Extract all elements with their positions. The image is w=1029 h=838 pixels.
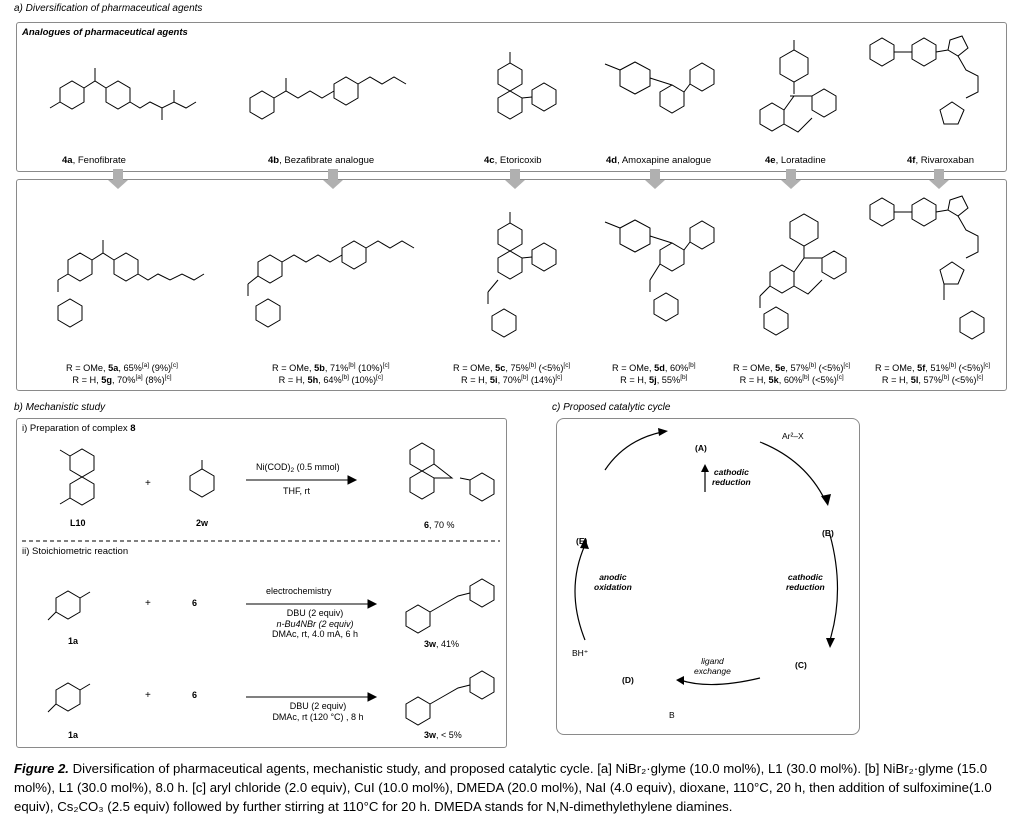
label-4f: 4f, Rivaroxaban bbox=[907, 155, 975, 166]
down-arrow-5 bbox=[781, 169, 801, 189]
structure-5f bbox=[869, 195, 985, 340]
label-4d: 4d, Amoxapine analogue bbox=[606, 155, 712, 166]
structure-4e bbox=[759, 40, 837, 133]
label-4b: 4b, Bezafibrate analogue bbox=[268, 155, 375, 166]
structure-4f bbox=[869, 35, 979, 125]
cycle-label-A: (A) bbox=[695, 443, 707, 453]
structure-2w bbox=[189, 460, 215, 498]
r3-conditions: DBU (2 equiv) DMAc, rt (120 °C) , 8 h bbox=[272, 701, 364, 722]
down-arrow-1 bbox=[108, 169, 128, 189]
anodic-oxidation: anodic oxidation bbox=[594, 572, 632, 592]
structure-6 bbox=[409, 442, 495, 502]
analogues-box-title: Analogues of pharmaceutical agents bbox=[22, 27, 188, 38]
structure-1a-top bbox=[47, 590, 91, 621]
cycle-box bbox=[556, 418, 860, 735]
label-4a: 4a, Fenofibrate bbox=[62, 155, 126, 166]
structure-3w-bottom bbox=[405, 670, 495, 726]
section-c-heading: c) Proposed catalytic cycle bbox=[552, 402, 671, 413]
cathodic-reduction-2: cathodic reduction bbox=[786, 572, 825, 592]
figure-caption: Figure 2. Diversification of pharmaceuti… bbox=[14, 759, 1014, 816]
reagent-ar2x: Ar²–X bbox=[782, 431, 804, 441]
label-6: 6, 70 % bbox=[424, 520, 455, 530]
structure-4b bbox=[249, 76, 407, 120]
r2-top: electrochemistry bbox=[266, 586, 332, 596]
yield-5b-5h: R = OMe, 5b, 71%[b] (10%)[c] R = H, 5h, … bbox=[272, 362, 390, 385]
label-6-reagent-1: 6 bbox=[192, 598, 198, 608]
reagent-bh: BH⁺ bbox=[572, 648, 589, 658]
down-arrow-3 bbox=[505, 169, 525, 189]
label-1a-top: 1a bbox=[68, 636, 79, 646]
label-3w-bottom: 3w, < 5% bbox=[424, 730, 462, 740]
transform-arrows bbox=[108, 169, 949, 189]
cycle-arrow-B-to-C bbox=[829, 534, 839, 641]
down-arrow-6 bbox=[929, 169, 949, 189]
caption-text: Diversification of pharmaceutical agents… bbox=[14, 761, 992, 814]
down-arrow-2 bbox=[323, 169, 343, 189]
label-1a-bottom: 1a bbox=[68, 730, 79, 740]
label-6-reagent-2: 6 bbox=[192, 690, 198, 700]
cycle-label-D: (D) bbox=[622, 675, 634, 685]
label-4e: 4e, Loratadine bbox=[765, 155, 826, 166]
label-3w-top: 3w, 41% bbox=[424, 639, 460, 649]
cycle-arrow-A-to-B bbox=[759, 441, 826, 501]
mechanistic-box bbox=[16, 418, 507, 748]
structure-5c bbox=[487, 212, 557, 338]
cycle-label-C: (C) bbox=[795, 660, 807, 670]
section-b-heading: b) Mechanistic study bbox=[14, 402, 106, 413]
structure-5e bbox=[759, 213, 847, 336]
structure-1a-bottom bbox=[47, 682, 91, 713]
structure-4a bbox=[49, 68, 197, 120]
caption-figure-number: Figure 2. bbox=[14, 761, 69, 776]
yield-5f-5l: R = OMe, 5f, 51%[b] (<5%)[c] R = H, 5l, … bbox=[875, 362, 991, 385]
plus-2: + bbox=[145, 598, 151, 609]
plus-3: + bbox=[145, 690, 151, 701]
yield-5c-5i: R = OMe, 5c, 75%[b] (<5%)[c] R = H, 5i, … bbox=[453, 362, 571, 385]
part-i-title: i) Preparation of complex 8 bbox=[22, 423, 136, 434]
cycle-arrow-C-to-D bbox=[679, 677, 761, 686]
ligand-exchange: ligand exchange bbox=[694, 656, 731, 676]
structure-L10 bbox=[59, 448, 95, 506]
structure-4d bbox=[604, 61, 715, 114]
structure-3w-top bbox=[405, 578, 495, 634]
yield-5d-5j: R = OMe, 5d, 60%[b] R = H, 5j, 55%[b] bbox=[612, 362, 696, 385]
cycle-arrow-E-to-A bbox=[604, 431, 663, 471]
r1-condition-1: Ni(COD)2 (0.5 mmol) bbox=[256, 462, 340, 474]
label-4c: 4c, Etoricoxib bbox=[484, 155, 542, 166]
structure-5d bbox=[604, 219, 715, 322]
structures-layer bbox=[22, 35, 985, 726]
label-L10: L10 bbox=[70, 518, 86, 528]
yield-5e-5k: R = OMe, 5e, 57%[b] (<5%)[c] R = H, 5k, … bbox=[733, 362, 851, 385]
section-a-heading: a) Diversification of pharmaceutical age… bbox=[14, 3, 203, 14]
cathodic-reduction-1: cathodic reduction bbox=[712, 467, 751, 487]
label-2w: 2w bbox=[196, 518, 209, 528]
structure-5a bbox=[57, 240, 205, 328]
plus-1: + bbox=[145, 478, 151, 489]
structure-5b bbox=[247, 240, 415, 328]
down-arrow-4 bbox=[645, 169, 665, 189]
r1-condition-2: THF, rt bbox=[283, 486, 310, 496]
cycle-arrow-D-to-E bbox=[574, 544, 586, 641]
cycle-label-E: (E) bbox=[576, 536, 588, 546]
r2-conditions: DBU (2 equiv) n-Bu4NBr (2 equiv) DMAc, r… bbox=[271, 608, 359, 639]
yield-5a-5g: R = OMe, 5a, 65%[a] (9%)[c] R = H, 5g, 7… bbox=[66, 362, 178, 385]
part-ii-title: ii) Stoichiometric reaction bbox=[22, 546, 129, 557]
structure-4c bbox=[497, 52, 557, 120]
reagent-b: B bbox=[669, 710, 675, 720]
cycle-label-B: (B) bbox=[822, 528, 834, 538]
